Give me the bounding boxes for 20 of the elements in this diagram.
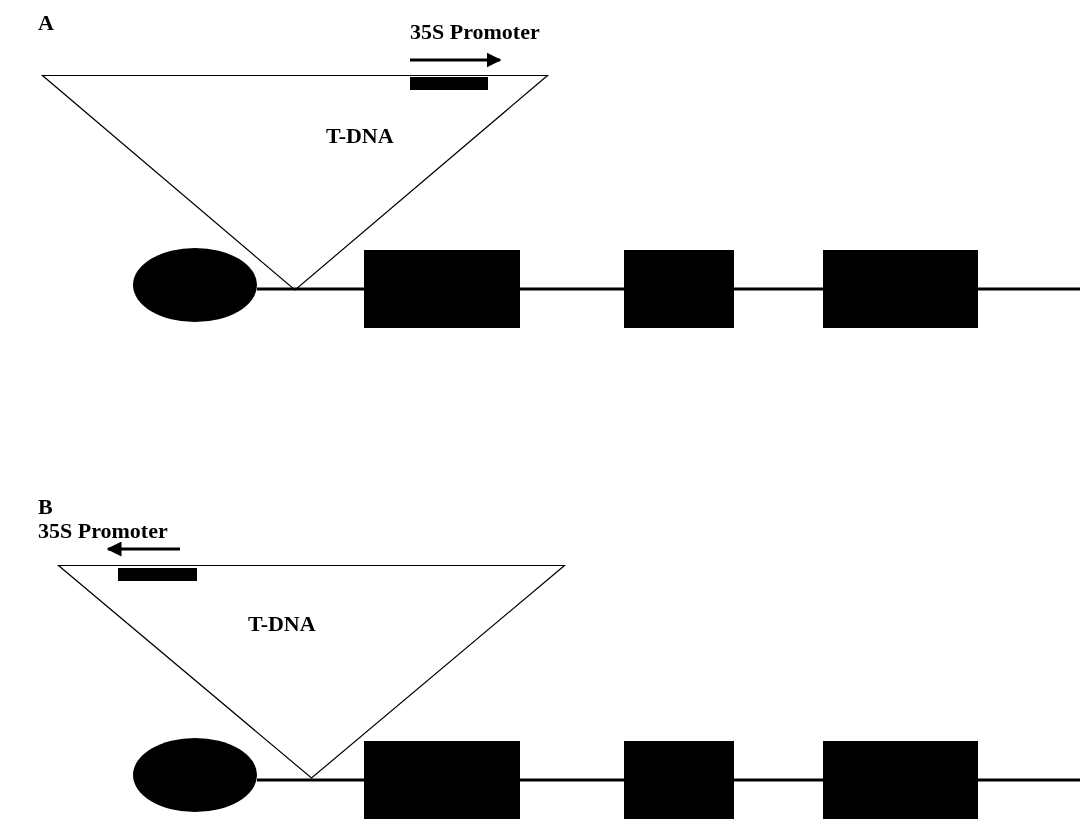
exon-block xyxy=(364,741,520,819)
exon-block xyxy=(823,741,978,819)
tdna-label: T-DNA xyxy=(326,125,394,147)
dna-line xyxy=(734,778,823,782)
dna-line xyxy=(734,287,823,291)
dna-line xyxy=(257,778,364,782)
exon-block xyxy=(624,250,734,328)
promoter-label: 35S Promoter xyxy=(38,520,168,542)
panel-letter: A xyxy=(38,12,54,34)
exon-block xyxy=(364,250,520,328)
dna-line xyxy=(978,778,1080,782)
promoter-label: 35S Promoter xyxy=(410,21,540,43)
panel-letter: B xyxy=(38,496,53,518)
dna-line xyxy=(520,287,624,291)
dna-line xyxy=(978,287,1080,291)
dna-line xyxy=(520,778,624,782)
exon-block xyxy=(823,250,978,328)
tdna-label: T-DNA xyxy=(248,613,316,635)
exon-block xyxy=(624,741,734,819)
dna-line xyxy=(257,287,364,291)
